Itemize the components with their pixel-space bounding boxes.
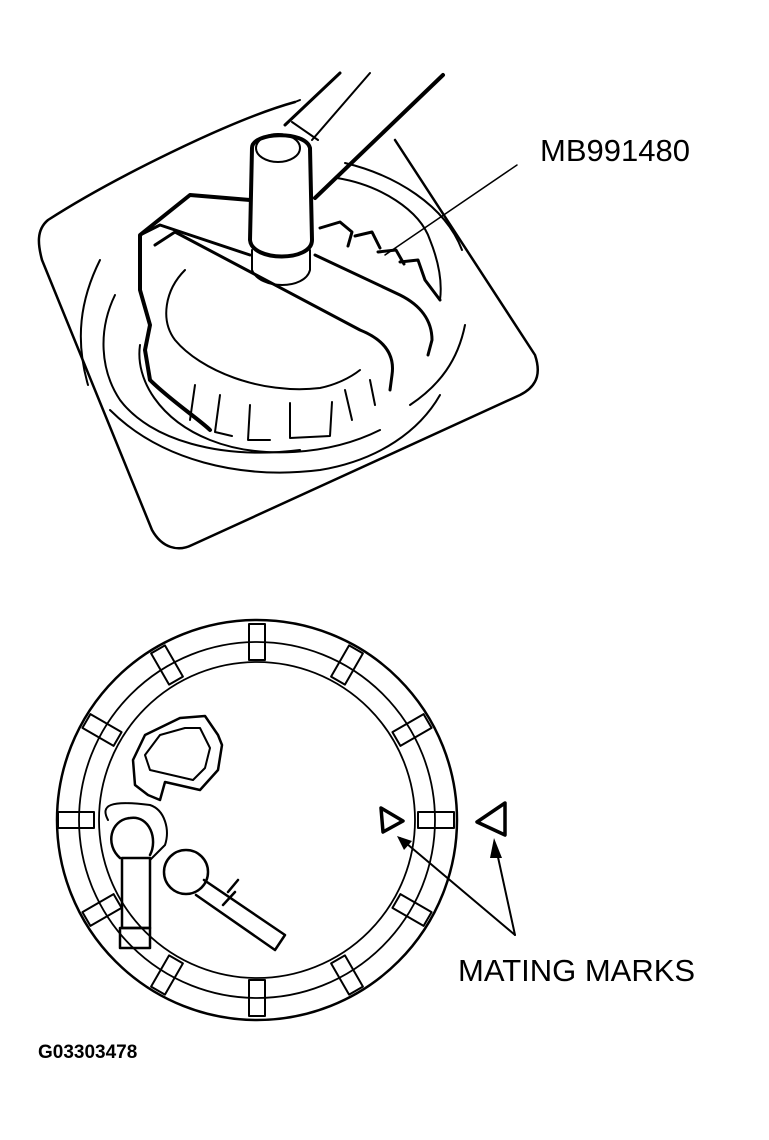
fuel-outlet-pipe bbox=[104, 802, 168, 950]
bottom-illustration bbox=[55, 618, 516, 1022]
fuel-return-pipe bbox=[162, 848, 287, 952]
ring-tabs bbox=[57, 623, 455, 1017]
electrical-connector bbox=[131, 714, 224, 802]
top-illustration bbox=[37, 71, 539, 550]
mating-mark-outer-triangle bbox=[475, 801, 507, 837]
mating-mark-inner-triangle bbox=[379, 806, 405, 834]
tool-handle bbox=[283, 71, 342, 127]
mounting-plate bbox=[37, 100, 539, 550]
mating-marks-leader-arrows bbox=[397, 836, 516, 936]
special-tool-body bbox=[138, 193, 442, 432]
socket-drive bbox=[248, 133, 314, 286]
figure-id-label: G03303478 bbox=[38, 1042, 138, 1063]
tool-leader-line bbox=[384, 164, 518, 256]
mating-marks-callout: MATING MARKS bbox=[458, 953, 696, 988]
tool-number-callout: MB991480 bbox=[540, 133, 690, 168]
